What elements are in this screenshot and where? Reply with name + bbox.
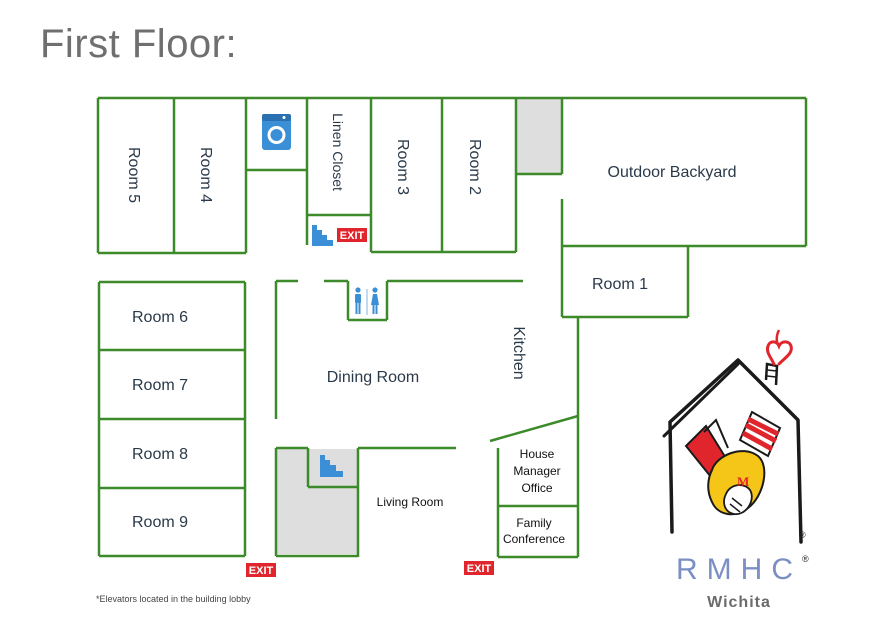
- label-room-9: Room 9: [132, 514, 188, 531]
- stairs-icon: [320, 455, 343, 477]
- label-family-conf-1: Family: [516, 516, 551, 530]
- label-room-8: Room 8: [132, 446, 188, 463]
- svg-text:EXIT: EXIT: [340, 230, 365, 242]
- label-room-7: Room 7: [132, 377, 188, 394]
- rmhc-house-logo: M: [662, 329, 803, 544]
- svg-text:EXIT: EXIT: [249, 565, 274, 577]
- exit-sign: EXIT: [337, 228, 367, 242]
- label-house-manager-1: House: [520, 447, 555, 461]
- restroom-icon: [355, 287, 379, 315]
- label-room-4: Room 4: [197, 147, 214, 203]
- label-room-1: Room 1: [592, 276, 648, 293]
- elevator-area-bottom: [277, 449, 358, 554]
- svg-text:M: M: [737, 474, 749, 489]
- footnote: *Elevators located in the building lobby: [96, 594, 251, 604]
- registered-mark: ®: [802, 554, 809, 564]
- label-room-2: Room 2: [466, 139, 483, 195]
- exit-sign: EXIT: [464, 561, 494, 575]
- label-house-manager-2: Manager: [513, 464, 560, 478]
- rmhc-city: Wichita: [707, 594, 771, 611]
- label-kitchen: Kitchen: [510, 326, 527, 379]
- label-outdoor-backyard: Outdoor Backyard: [608, 164, 737, 181]
- label-house-manager-3: Office: [521, 481, 552, 495]
- washer-icon: [262, 114, 291, 150]
- exit-sign: EXIT: [246, 563, 276, 577]
- label-room-5: Room 5: [125, 147, 142, 203]
- label-dining-room: Dining Room: [327, 369, 419, 386]
- label-living-room: Living Room: [377, 495, 444, 509]
- label-family-conf-2: Conference: [503, 532, 565, 546]
- label-linen-closet: Linen Closet: [330, 113, 346, 191]
- rmhc-wordmark: RMHC: [676, 553, 802, 586]
- svg-text:EXIT: EXIT: [467, 563, 492, 575]
- label-room-3: Room 3: [394, 139, 411, 195]
- page-title: First Floor:: [40, 22, 238, 66]
- registered-mark: ®: [799, 530, 806, 540]
- label-room-6: Room 6: [132, 309, 188, 326]
- walls: [96, 96, 808, 559]
- stairs-icon: [312, 225, 333, 246]
- elevator-area-top: [515, 99, 562, 174]
